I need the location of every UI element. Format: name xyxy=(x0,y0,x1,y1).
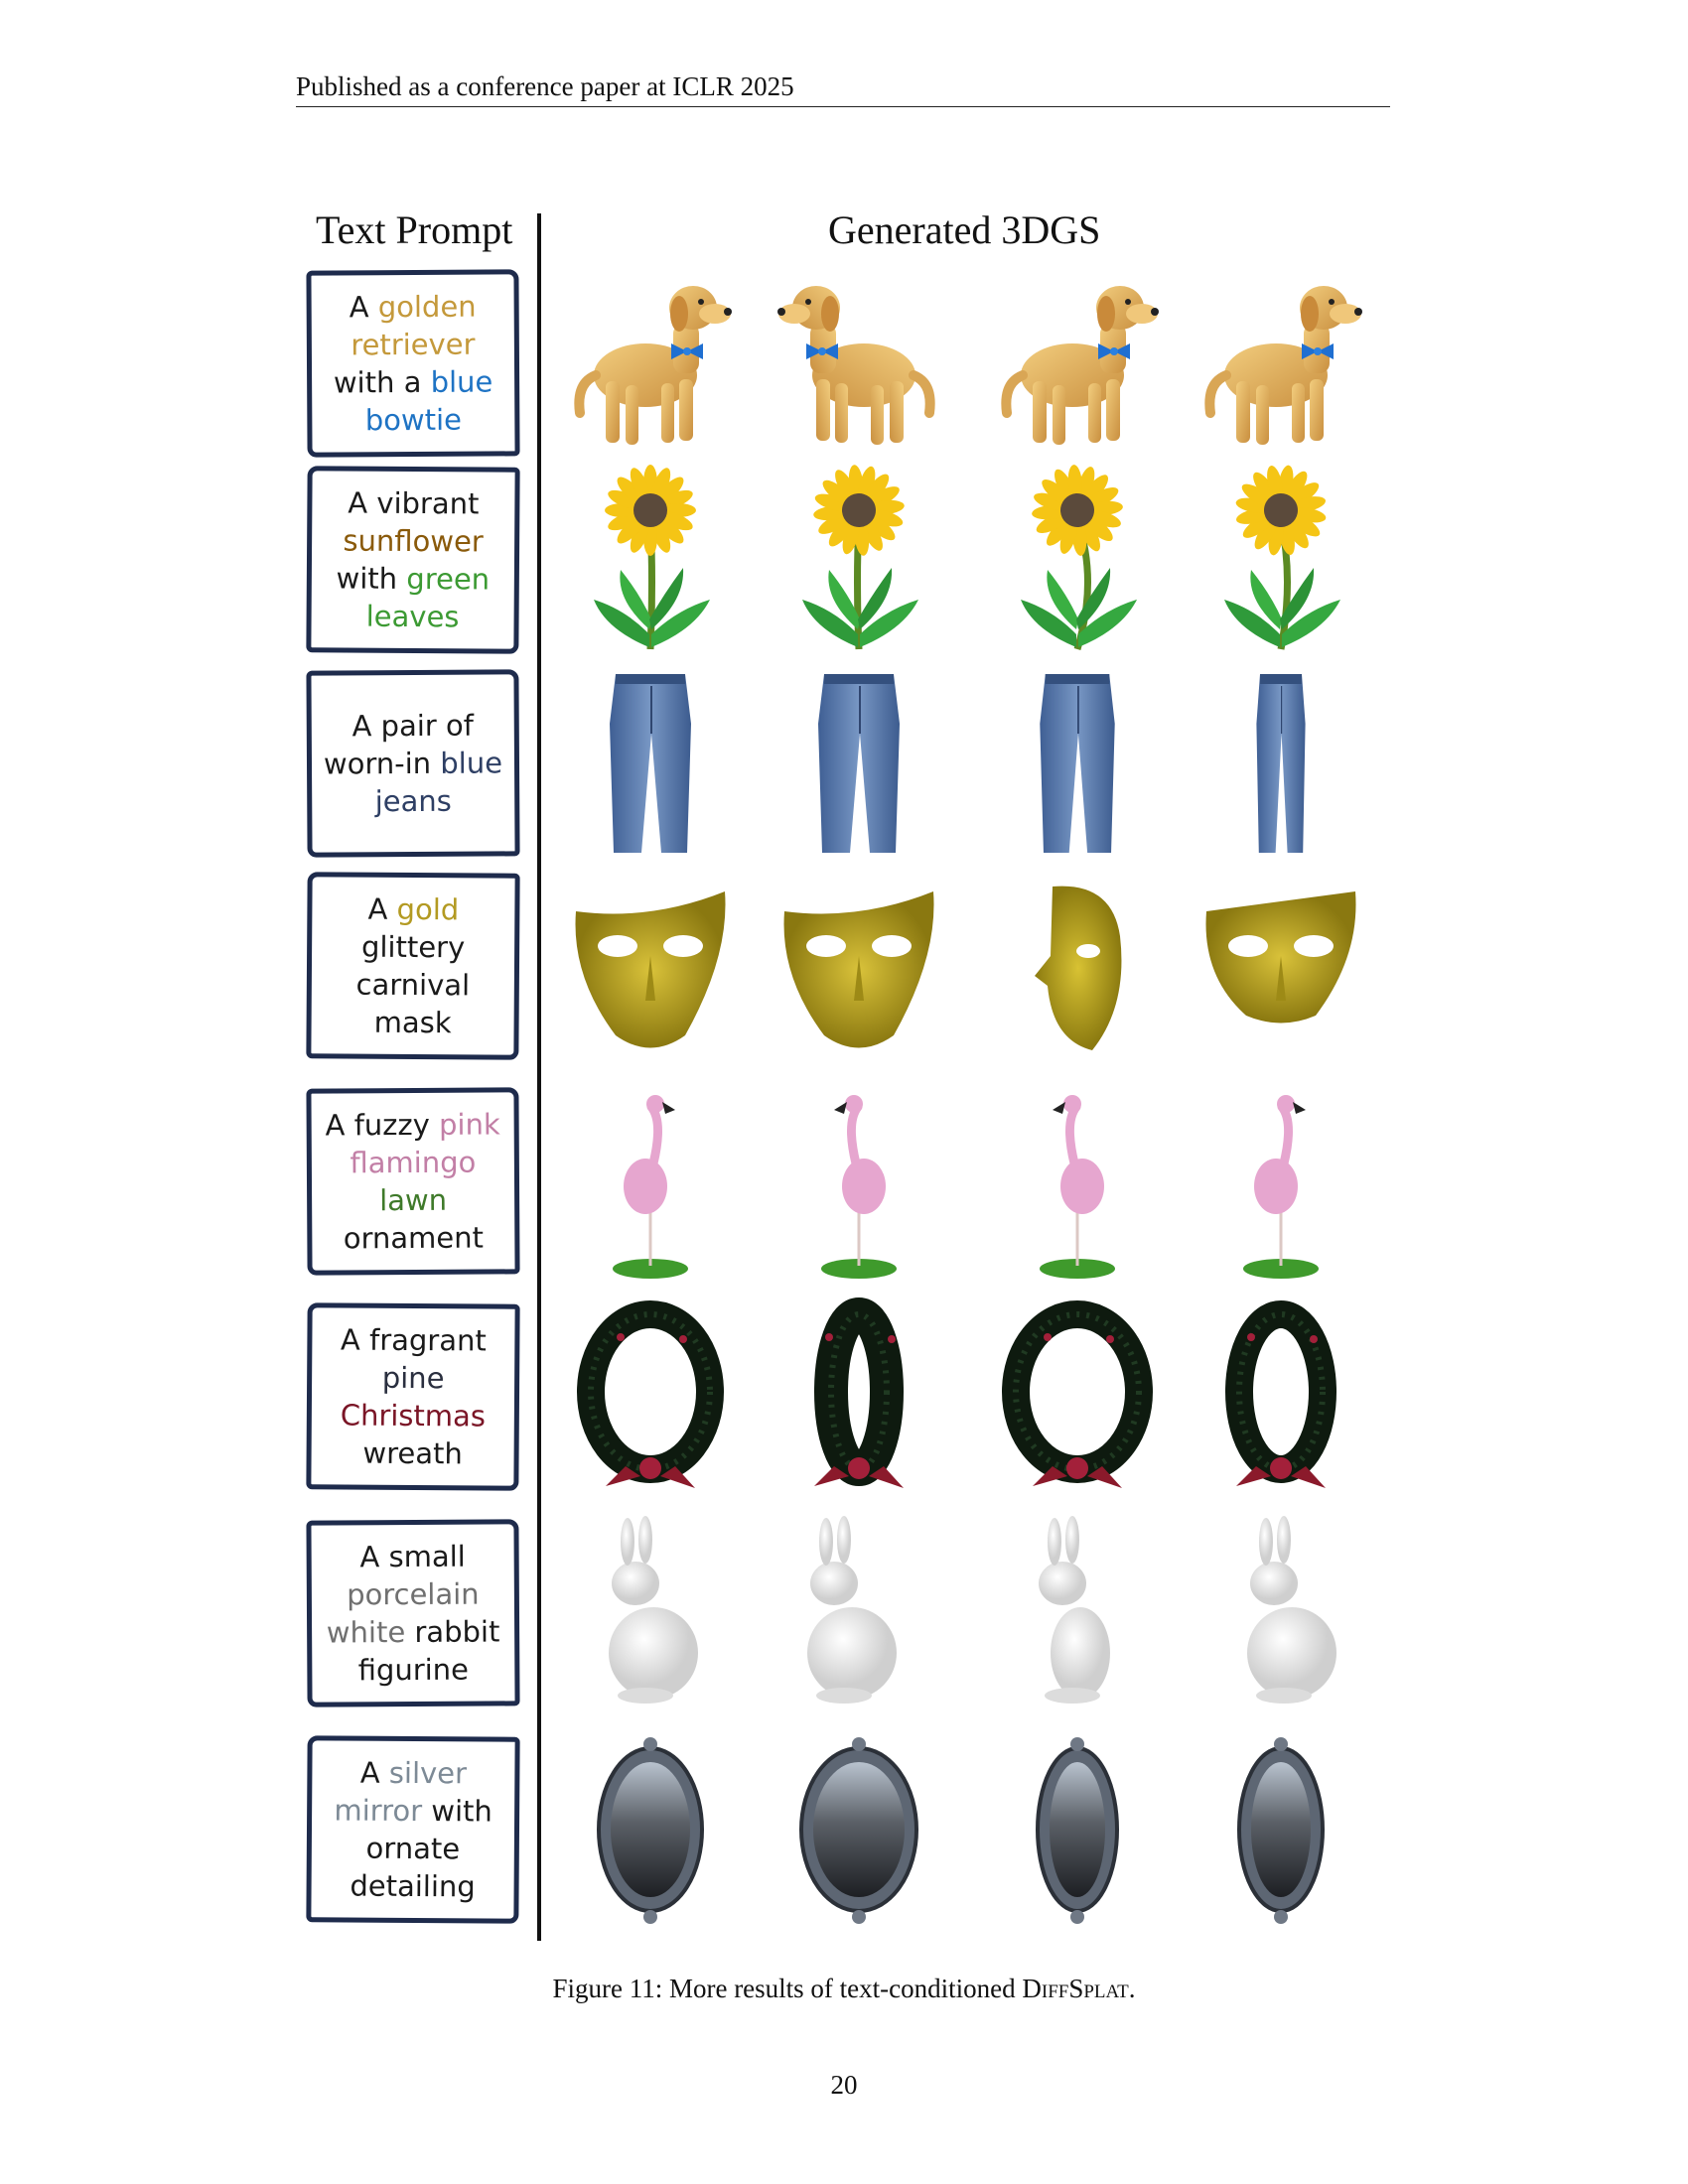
silver-mirror-render-icon xyxy=(566,1730,735,1929)
prompt-segment: A small xyxy=(359,1539,466,1574)
silver-mirror-render-icon xyxy=(993,1730,1162,1929)
sunflower-render-icon xyxy=(566,461,735,659)
prompt-segment: A fuzzy xyxy=(325,1107,440,1143)
prompt-text: A fragrant pine Christmas wreath xyxy=(319,1320,506,1472)
prompt-segment: A xyxy=(349,290,378,325)
column-divider xyxy=(537,213,541,1941)
christmas-wreath-render-icon xyxy=(566,1297,735,1496)
prompt-segment: glittery carnival mask xyxy=(355,929,471,1040)
prompt-segment: gold xyxy=(396,891,460,927)
jeans-render-icon xyxy=(993,664,1162,863)
christmas-wreath-render-icon xyxy=(1196,1297,1365,1496)
prompt-segment: A xyxy=(359,1755,389,1790)
golden-retriever-render-icon xyxy=(774,264,943,463)
sunflower-render-icon xyxy=(993,461,1162,659)
text-prompt-column-title: Text Prompt xyxy=(316,207,513,252)
prompt-box: A pair of worn-in blue jeans xyxy=(306,669,520,858)
sunflower-render-icon xyxy=(1196,461,1365,659)
porcelain-rabbit-render-icon xyxy=(774,1514,943,1712)
prompt-text: A gold glittery carnival mask xyxy=(319,889,506,1041)
prompt-text: A pair of worn-in blue jeans xyxy=(320,706,507,820)
christmas-wreath-render-icon xyxy=(993,1297,1162,1496)
silver-mirror-render-icon xyxy=(1196,1730,1365,1929)
running-header: Published as a conference paper at ICLR … xyxy=(296,71,794,101)
golden-retriever-render-icon xyxy=(1196,264,1365,463)
jeans-render-icon xyxy=(1196,664,1365,863)
page-number: 20 xyxy=(830,2070,858,2100)
golden-retriever-render-icon xyxy=(566,264,735,463)
header-rule xyxy=(296,106,1390,107)
prompt-segment: pine xyxy=(381,1360,445,1396)
jeans-render-icon xyxy=(774,664,943,863)
sunflower-render-icon xyxy=(774,461,943,659)
flamingo-render-icon xyxy=(1196,1082,1365,1281)
prompt-segment: wreath xyxy=(362,1435,463,1471)
prompt-box: A fragrant pine Christmas wreath xyxy=(306,1302,520,1491)
prompt-box: A vibrant sunflower with green leaves xyxy=(306,466,520,654)
jeans-render-icon xyxy=(566,664,735,863)
caption-suffix: . xyxy=(1128,1974,1136,2003)
prompt-segment: A vibrant xyxy=(348,485,480,521)
prompt-text: A golden retriever with a blue bowtie xyxy=(320,287,507,439)
prompt-text: A fuzzy pink flamingo lawn ornament xyxy=(320,1105,507,1257)
carnival-mask-render-icon xyxy=(1196,867,1365,1065)
prompt-box: A fuzzy pink flamingo lawn ornament xyxy=(306,1087,520,1276)
prompt-segment: Christmas xyxy=(340,1398,487,1433)
prompt-segment: sunflower xyxy=(343,523,484,559)
golden-retriever-render-icon xyxy=(993,264,1162,463)
prompt-box: A silver mirror with ornate detailing xyxy=(306,1735,520,1924)
prompt-segment: lawn xyxy=(379,1182,448,1218)
caption-method-name: DiffSplat xyxy=(1022,1974,1129,2003)
prompt-box: A gold glittery carnival mask xyxy=(306,872,520,1060)
caption-prefix: Figure 11: More results of text-conditio… xyxy=(552,1974,1023,2003)
generated-3dgs-column-title: Generated 3DGS xyxy=(828,207,1101,252)
prompt-box: A small porcelain white rabbit figurine xyxy=(306,1519,520,1707)
flamingo-render-icon xyxy=(566,1082,735,1281)
flamingo-render-icon xyxy=(993,1082,1162,1281)
prompt-segment: with a xyxy=(333,364,431,400)
prompt-segment: ornament xyxy=(343,1220,485,1256)
silver-mirror-render-icon xyxy=(774,1730,943,1929)
prompt-segment: A xyxy=(367,891,397,926)
carnival-mask-render-icon xyxy=(566,867,735,1065)
carnival-mask-render-icon xyxy=(774,867,943,1065)
figure-caption: Figure 11: More results of text-conditio… xyxy=(0,1974,1688,2004)
carnival-mask-render-icon xyxy=(993,867,1162,1065)
porcelain-rabbit-render-icon xyxy=(566,1514,735,1712)
prompt-text: A silver mirror with ornate detailing xyxy=(319,1753,506,1905)
prompt-segment: with xyxy=(336,561,407,596)
prompt-text: A vibrant sunflower with green leaves xyxy=(319,483,506,635)
porcelain-rabbit-render-icon xyxy=(1196,1514,1365,1712)
flamingo-render-icon xyxy=(774,1082,943,1281)
prompt-segment: A fragrant xyxy=(340,1322,487,1358)
prompt-text: A small porcelain white rabbit figurine xyxy=(320,1537,507,1689)
christmas-wreath-render-icon xyxy=(774,1297,943,1496)
prompt-box: A golden retriever with a blue bowtie xyxy=(306,269,520,458)
porcelain-rabbit-render-icon xyxy=(993,1514,1162,1712)
